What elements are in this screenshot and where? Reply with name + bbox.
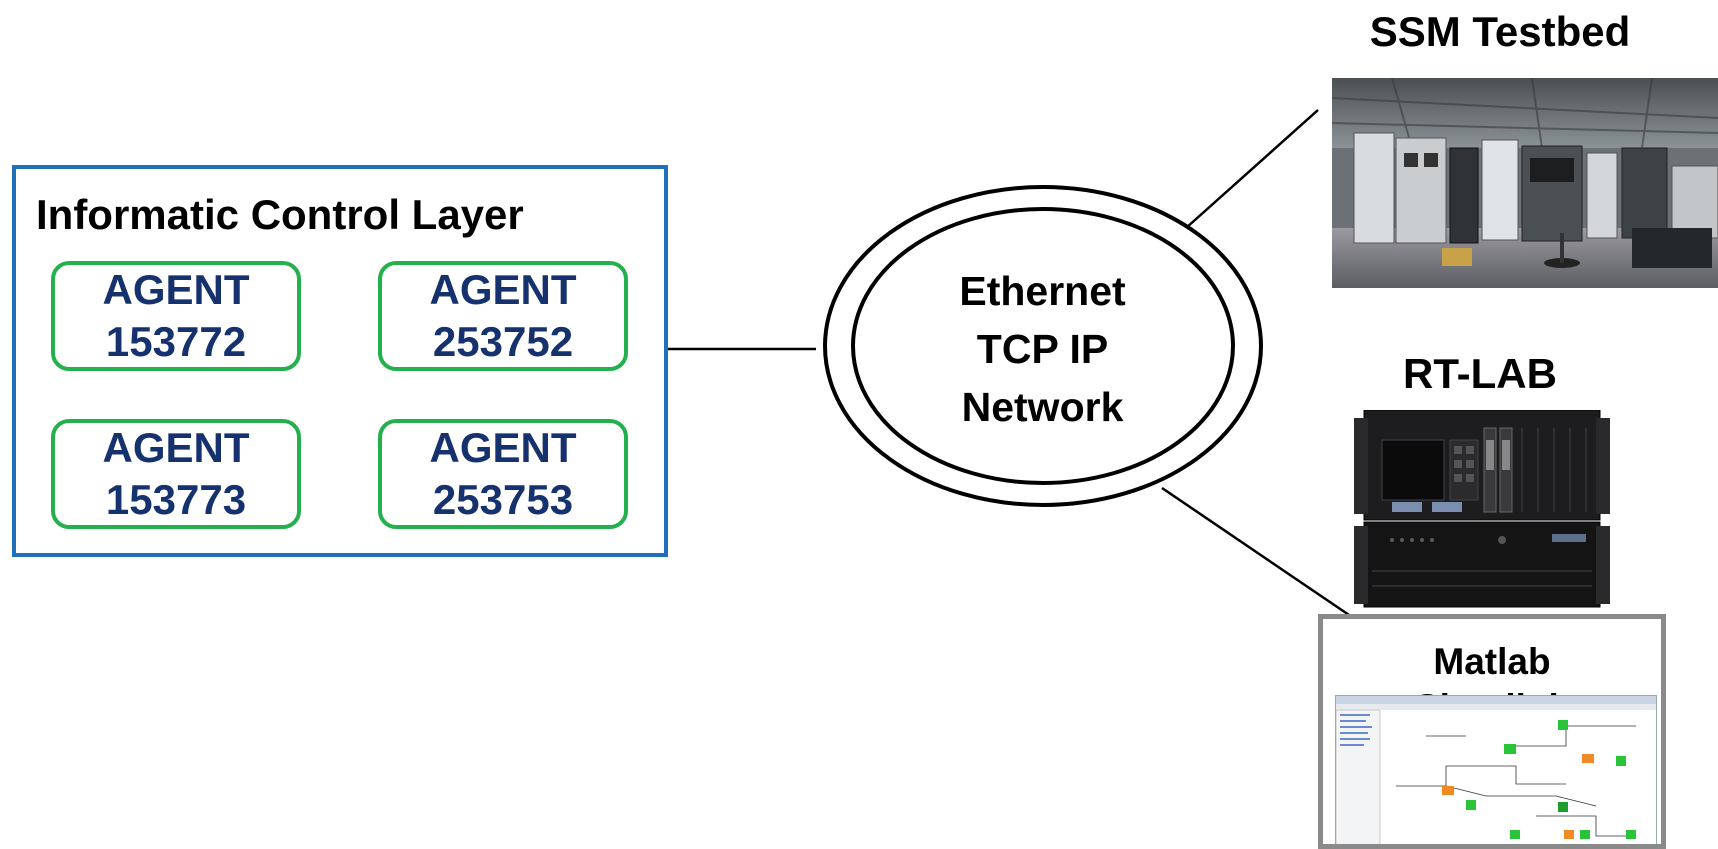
matlab-simulink-box: Matlab Simulink	[1318, 614, 1666, 849]
agent-id: 253752	[432, 318, 574, 365]
agent-label: AGENT	[102, 424, 250, 471]
rt-lab-simulator-image	[1352, 409, 1612, 610]
rt-lab-title: RT-LAB	[1403, 350, 1557, 397]
agent-label: AGENT	[429, 266, 577, 313]
network-line-3: Network	[961, 384, 1124, 430]
network-label: Ethernet TCP IP Network	[900, 262, 1185, 436]
network-ssm-link	[1185, 109, 1319, 229]
network-line-2: TCP IP	[976, 326, 1109, 372]
agent-id: 153773	[105, 476, 247, 523]
lab-photo-image	[1332, 78, 1718, 288]
agent-153772: AGENT 153772	[51, 261, 301, 371]
ssm-testbed-photo	[1332, 78, 1718, 288]
layer-title: Informatic Control Layer	[36, 191, 524, 238]
simulink-screenshot	[1335, 695, 1657, 844]
network-rtlab-link	[1161, 486, 1353, 619]
agent-253752: AGENT 253752	[378, 261, 628, 371]
ssm-testbed-title: SSM Testbed	[1369, 8, 1631, 55]
matlab-title-line-1: Matlab	[1433, 641, 1551, 682]
agent-153773: AGENT 153773	[51, 419, 301, 529]
agent-id: 153772	[105, 318, 247, 365]
simulator-chassis-icon	[1354, 409, 1610, 608]
agent-label: AGENT	[429, 424, 577, 471]
informatic-control-layer-box: Informatic Control Layer AGENT 153772 AG…	[12, 165, 668, 557]
agent-id: 253753	[432, 476, 574, 523]
agent-253753: AGENT 253753	[378, 419, 628, 529]
network-inner-ring	[851, 207, 1235, 485]
agent-label: AGENT	[102, 266, 250, 313]
network-line-1: Ethernet	[959, 268, 1126, 314]
simulink-model-icon	[1335, 696, 1656, 844]
